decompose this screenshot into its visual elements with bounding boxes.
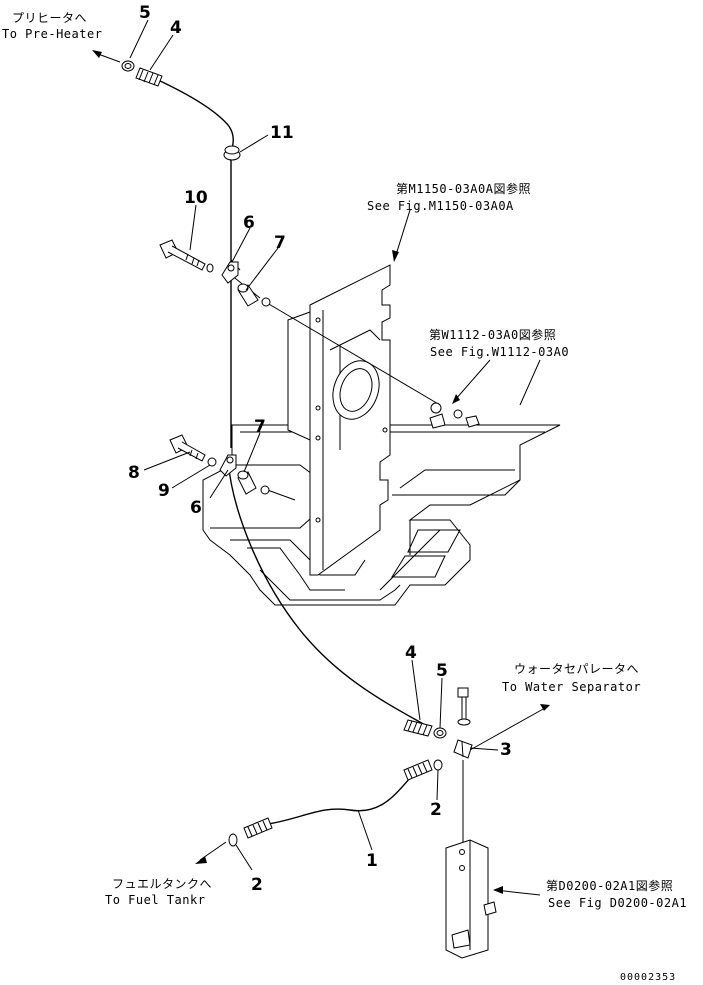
label-7-upper: 7 <box>274 233 286 253</box>
label-9: 9 <box>158 481 170 501</box>
note-water-jp: ウォータセパレータへ <box>514 662 639 676</box>
part-number-labels: 5 4 11 10 6 7 7 8 9 6 4 5 3 2 1 2 <box>128 3 512 895</box>
bracket-d0200 <box>445 839 497 959</box>
hose-1-end-upper <box>403 759 433 781</box>
fitting-w1112 <box>429 402 480 429</box>
grommet-11 <box>223 145 241 161</box>
label-5-lower: 5 <box>436 661 448 681</box>
hose-1-end-lower <box>243 817 273 839</box>
clamp-6-lower <box>219 454 237 477</box>
note-m1150-jp: 第M1150-03A0A図参照 <box>396 181 531 196</box>
label-4-upper: 4 <box>170 18 182 38</box>
nut-2-lower-right <box>433 759 443 771</box>
label-5-upper: 5 <box>139 3 151 23</box>
note-water-en: To Water Separator <box>502 680 641 694</box>
label-11: 11 <box>270 123 294 143</box>
label-10: 10 <box>184 188 208 208</box>
hose-4-lower <box>403 719 433 737</box>
note-w1112-en: See Fig.W1112-03A0 <box>430 345 569 359</box>
label-2-left: 2 <box>251 875 263 895</box>
nut-5-upper <box>121 60 135 72</box>
label-8: 8 <box>128 463 140 483</box>
label-7-lower: 7 <box>254 417 266 437</box>
note-m1150-en: See Fig.M1150-03A0A <box>367 199 514 213</box>
label-2-right: 2 <box>430 800 442 820</box>
label-3: 3 <box>500 740 512 760</box>
note-fuel-en: To Fuel Tankr <box>105 893 205 907</box>
lower-fuel-line <box>261 777 411 826</box>
note-d0200-en: See Fig D0200-02A1 <box>548 896 687 910</box>
nut-5-lower <box>433 727 447 739</box>
note-d0200-jp: 第D0200-02A1図参照 <box>546 878 673 893</box>
drawing-code: 00002353 <box>620 972 676 983</box>
note-w1112-jp: 第W1112-03A0図参照 <box>429 327 556 342</box>
bolt-8 <box>169 434 217 467</box>
hose-4-upper <box>135 67 163 87</box>
reference-notes: プリヒータへ To Pre-Heater 第M1150-03A0A図参照 See… <box>2 11 687 910</box>
connector-3 <box>453 687 473 850</box>
arrowheads <box>92 50 550 894</box>
nut-2-lower-left <box>228 833 238 847</box>
label-4-lower: 4 <box>405 643 417 663</box>
clamp-6-upper <box>221 261 239 284</box>
label-6-lower: 6 <box>190 498 202 518</box>
label-1: 1 <box>366 851 378 871</box>
leader-lines <box>97 19 546 896</box>
note-preheater-jp: プリヒータへ <box>12 11 87 25</box>
spacer-7-lower <box>237 470 270 495</box>
note-fuel-jp: フュエルタンクへ <box>112 877 212 891</box>
spacer-7-upper <box>237 283 271 307</box>
note-preheater-en: To Pre-Heater <box>2 27 102 41</box>
bolt-10 <box>159 239 214 273</box>
label-6-upper: 6 <box>243 213 255 233</box>
mounting-plate <box>287 264 391 576</box>
